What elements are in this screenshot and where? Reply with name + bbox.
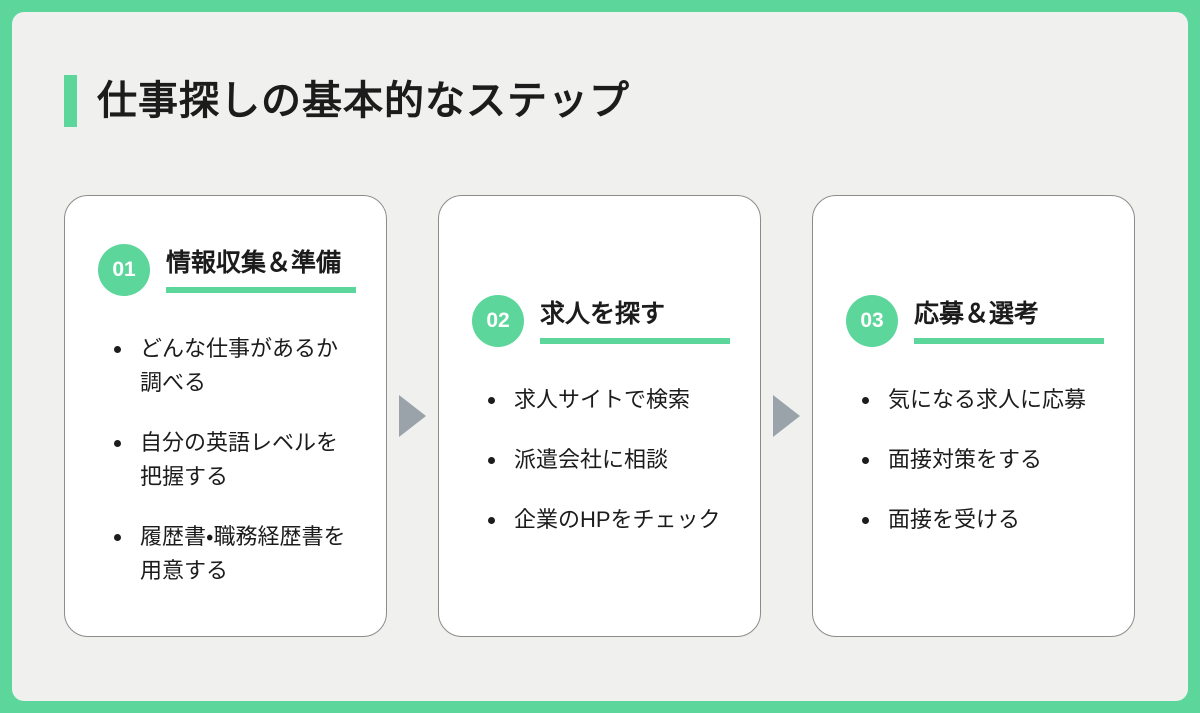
step-title: 求人を探す xyxy=(540,300,666,328)
steps-row: 01 情報収集＆準備 どんな仕事があるか調べる 自分の英語レベルを把握する 履歴… xyxy=(64,195,1136,637)
step-bullet-list: 求人サイトで検索 派遣会社に相談 企業のHPをチェック xyxy=(472,383,727,537)
bullet-dot-icon xyxy=(862,457,869,464)
title-accent-bar xyxy=(64,75,77,127)
step-bullet-list: 気になる求人に応募 面接対策をする 面接を受ける xyxy=(846,383,1101,537)
step-connector-2 xyxy=(761,195,812,637)
page-title: 仕事探しの基本的なステップ xyxy=(97,79,630,123)
bullet-text: 気になる求人に応募 xyxy=(888,387,1087,412)
step-title-underline xyxy=(540,338,730,344)
bullet-text: 面接対策をする xyxy=(888,447,1043,472)
bullet-dot-icon xyxy=(488,457,495,464)
step-card-2-header: 02 求人を探す xyxy=(472,295,730,347)
step-card-1: 01 情報収集＆準備 どんな仕事があるか調べる 自分の英語レベルを把握する 履歴… xyxy=(64,195,387,637)
bullet-text: 面接を受ける xyxy=(888,507,1021,532)
step-title-wrap: 求人を探す xyxy=(540,298,730,344)
bullet-item: 派遣会社に相談 xyxy=(486,443,727,477)
triangle-right-icon xyxy=(773,395,800,437)
step-number-badge: 01 xyxy=(98,244,150,296)
bullet-item: どんな仕事があるか調べる xyxy=(112,332,353,400)
step-number-badge: 02 xyxy=(472,295,524,347)
content-panel: 仕事探しの基本的なステップ 01 情報収集＆準備 どんな仕事があるか調べる 自分… xyxy=(12,12,1188,701)
bullet-text: 派遣会社に相談 xyxy=(514,447,669,472)
step-card-3: 03 応募＆選考 気になる求人に応募 面接対策をする 面接を受ける xyxy=(812,195,1135,637)
step-connector-1 xyxy=(387,195,438,637)
bullet-dot-icon xyxy=(488,517,495,524)
bullet-dot-icon xyxy=(488,397,495,404)
bullet-dot-icon xyxy=(862,517,869,524)
step-card-1-header: 01 情報収集＆準備 xyxy=(98,244,356,296)
bullet-item: 自分の英語レベルを把握する xyxy=(112,426,353,494)
bullet-text: 求人サイトで検索 xyxy=(514,387,691,412)
step-title: 情報収集＆準備 xyxy=(166,249,342,277)
bullet-dot-icon xyxy=(114,534,121,541)
bullet-dot-icon xyxy=(862,397,869,404)
step-number-badge: 03 xyxy=(846,295,898,347)
step-title-wrap: 応募＆選考 xyxy=(914,298,1104,344)
bullet-item: 企業のHPをチェック xyxy=(486,503,727,537)
bullet-dot-icon xyxy=(114,346,121,353)
bullet-item: 面接対策をする xyxy=(860,443,1101,477)
bullet-dot-icon xyxy=(114,440,121,447)
step-title-wrap: 情報収集＆準備 xyxy=(166,247,356,293)
bullet-text: 履歴書・職務経歴書を用意する xyxy=(140,524,346,583)
bullet-item: 求人サイトで検索 xyxy=(486,383,727,417)
bullet-item: 気になる求人に応募 xyxy=(860,383,1101,417)
bullet-text: 自分の英語レベルを把握する xyxy=(140,430,339,489)
step-title-underline xyxy=(914,338,1104,344)
step-card-3-header: 03 応募＆選考 xyxy=(846,295,1104,347)
bullet-item: 面接を受ける xyxy=(860,503,1101,537)
step-title: 応募＆選考 xyxy=(914,300,1040,328)
bullet-text: どんな仕事があるか調べる xyxy=(140,336,339,395)
page-header: 仕事探しの基本的なステップ xyxy=(64,75,1136,127)
bullet-text: 企業のHPをチェック xyxy=(514,507,721,532)
triangle-right-icon xyxy=(399,395,426,437)
step-card-2: 02 求人を探す 求人サイトで検索 派遣会社に相談 企業のHPをチェック xyxy=(438,195,761,637)
bullet-item: 履歴書・職務経歴書を用意する xyxy=(112,520,353,588)
step-title-underline xyxy=(166,287,356,293)
step-bullet-list: どんな仕事があるか調べる 自分の英語レベルを把握する 履歴書・職務経歴書を用意す… xyxy=(98,332,353,588)
